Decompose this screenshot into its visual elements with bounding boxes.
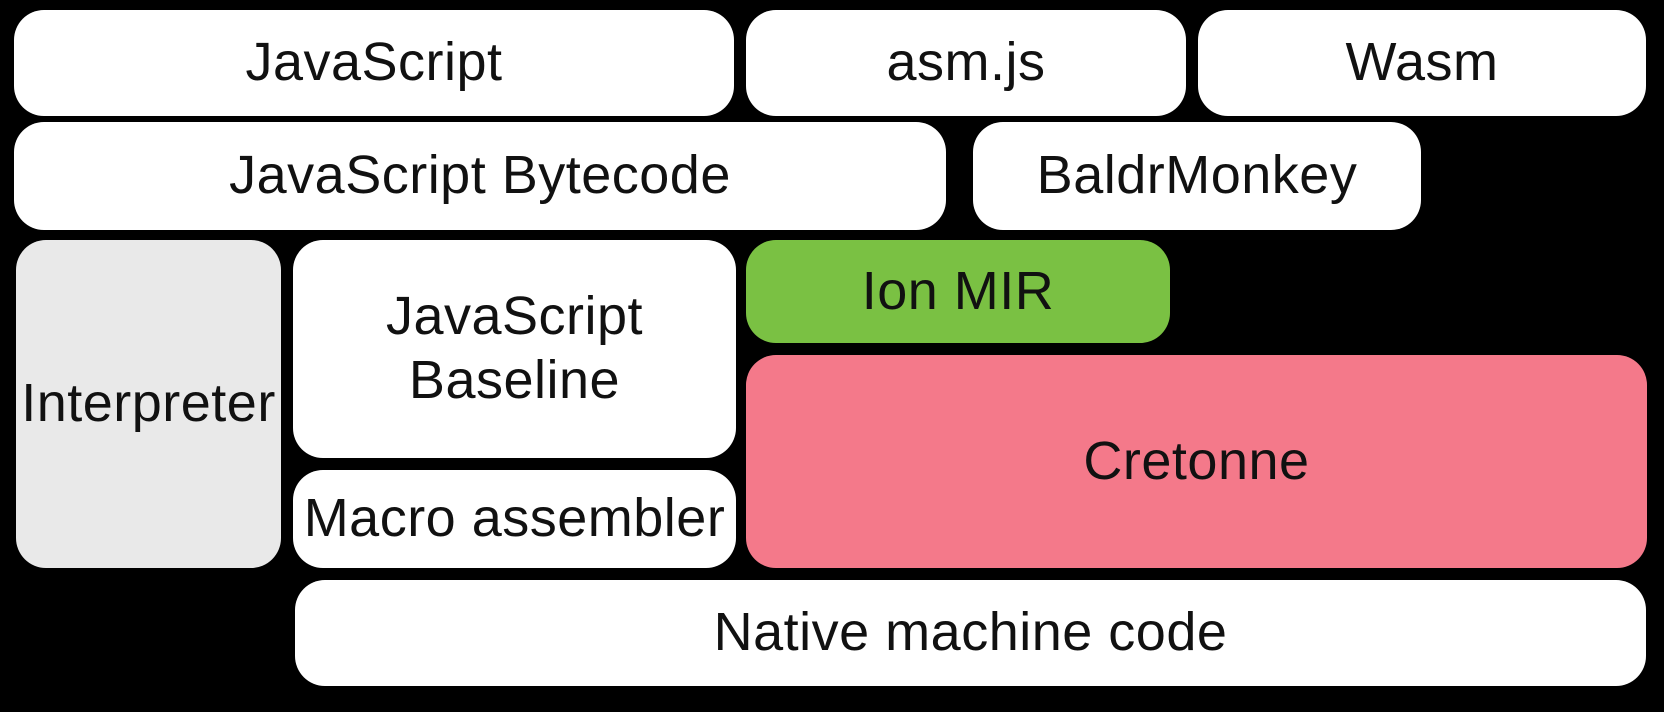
box-cretonne: Cretonne: [746, 355, 1647, 568]
box-ion-mir: Ion MIR: [746, 240, 1170, 343]
box-native-machine-code: Native machine code: [295, 580, 1646, 686]
box-macro-assembler: Macro assembler: [293, 470, 736, 568]
box-javascript-bytecode: JavaScript Bytecode: [14, 122, 946, 230]
box-wasm: Wasm: [1198, 10, 1646, 116]
box-javascript-baseline: JavaScript Baseline: [293, 240, 736, 458]
box-asmjs: asm.js: [746, 10, 1186, 116]
box-baldrmonkey: BaldrMonkey: [973, 122, 1421, 230]
box-javascript: JavaScript: [14, 10, 734, 116]
box-interpreter: Interpreter: [16, 240, 281, 568]
